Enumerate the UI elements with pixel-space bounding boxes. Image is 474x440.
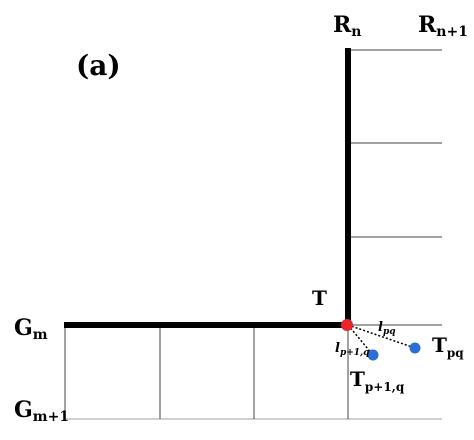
distance-line-lp1q	[347, 324, 374, 356]
label-rn: Rn	[333, 12, 361, 40]
target-point-tp1q	[367, 349, 379, 361]
label-tpq: Tpq	[432, 333, 464, 360]
label-lp1q: lp+1,q	[335, 341, 369, 358]
label-gm1: Gm+1	[14, 397, 69, 425]
intersection-point-t	[341, 319, 353, 331]
label-tp1q: Tp+1,q	[350, 367, 405, 394]
target-point-tpq	[409, 342, 421, 354]
label-rn1: Rn+1	[418, 12, 468, 40]
panel-label: (a)	[76, 49, 121, 82]
label-lpq: lpq	[378, 320, 396, 337]
label-t: T	[312, 286, 327, 310]
label-gm: Gm	[14, 315, 48, 343]
